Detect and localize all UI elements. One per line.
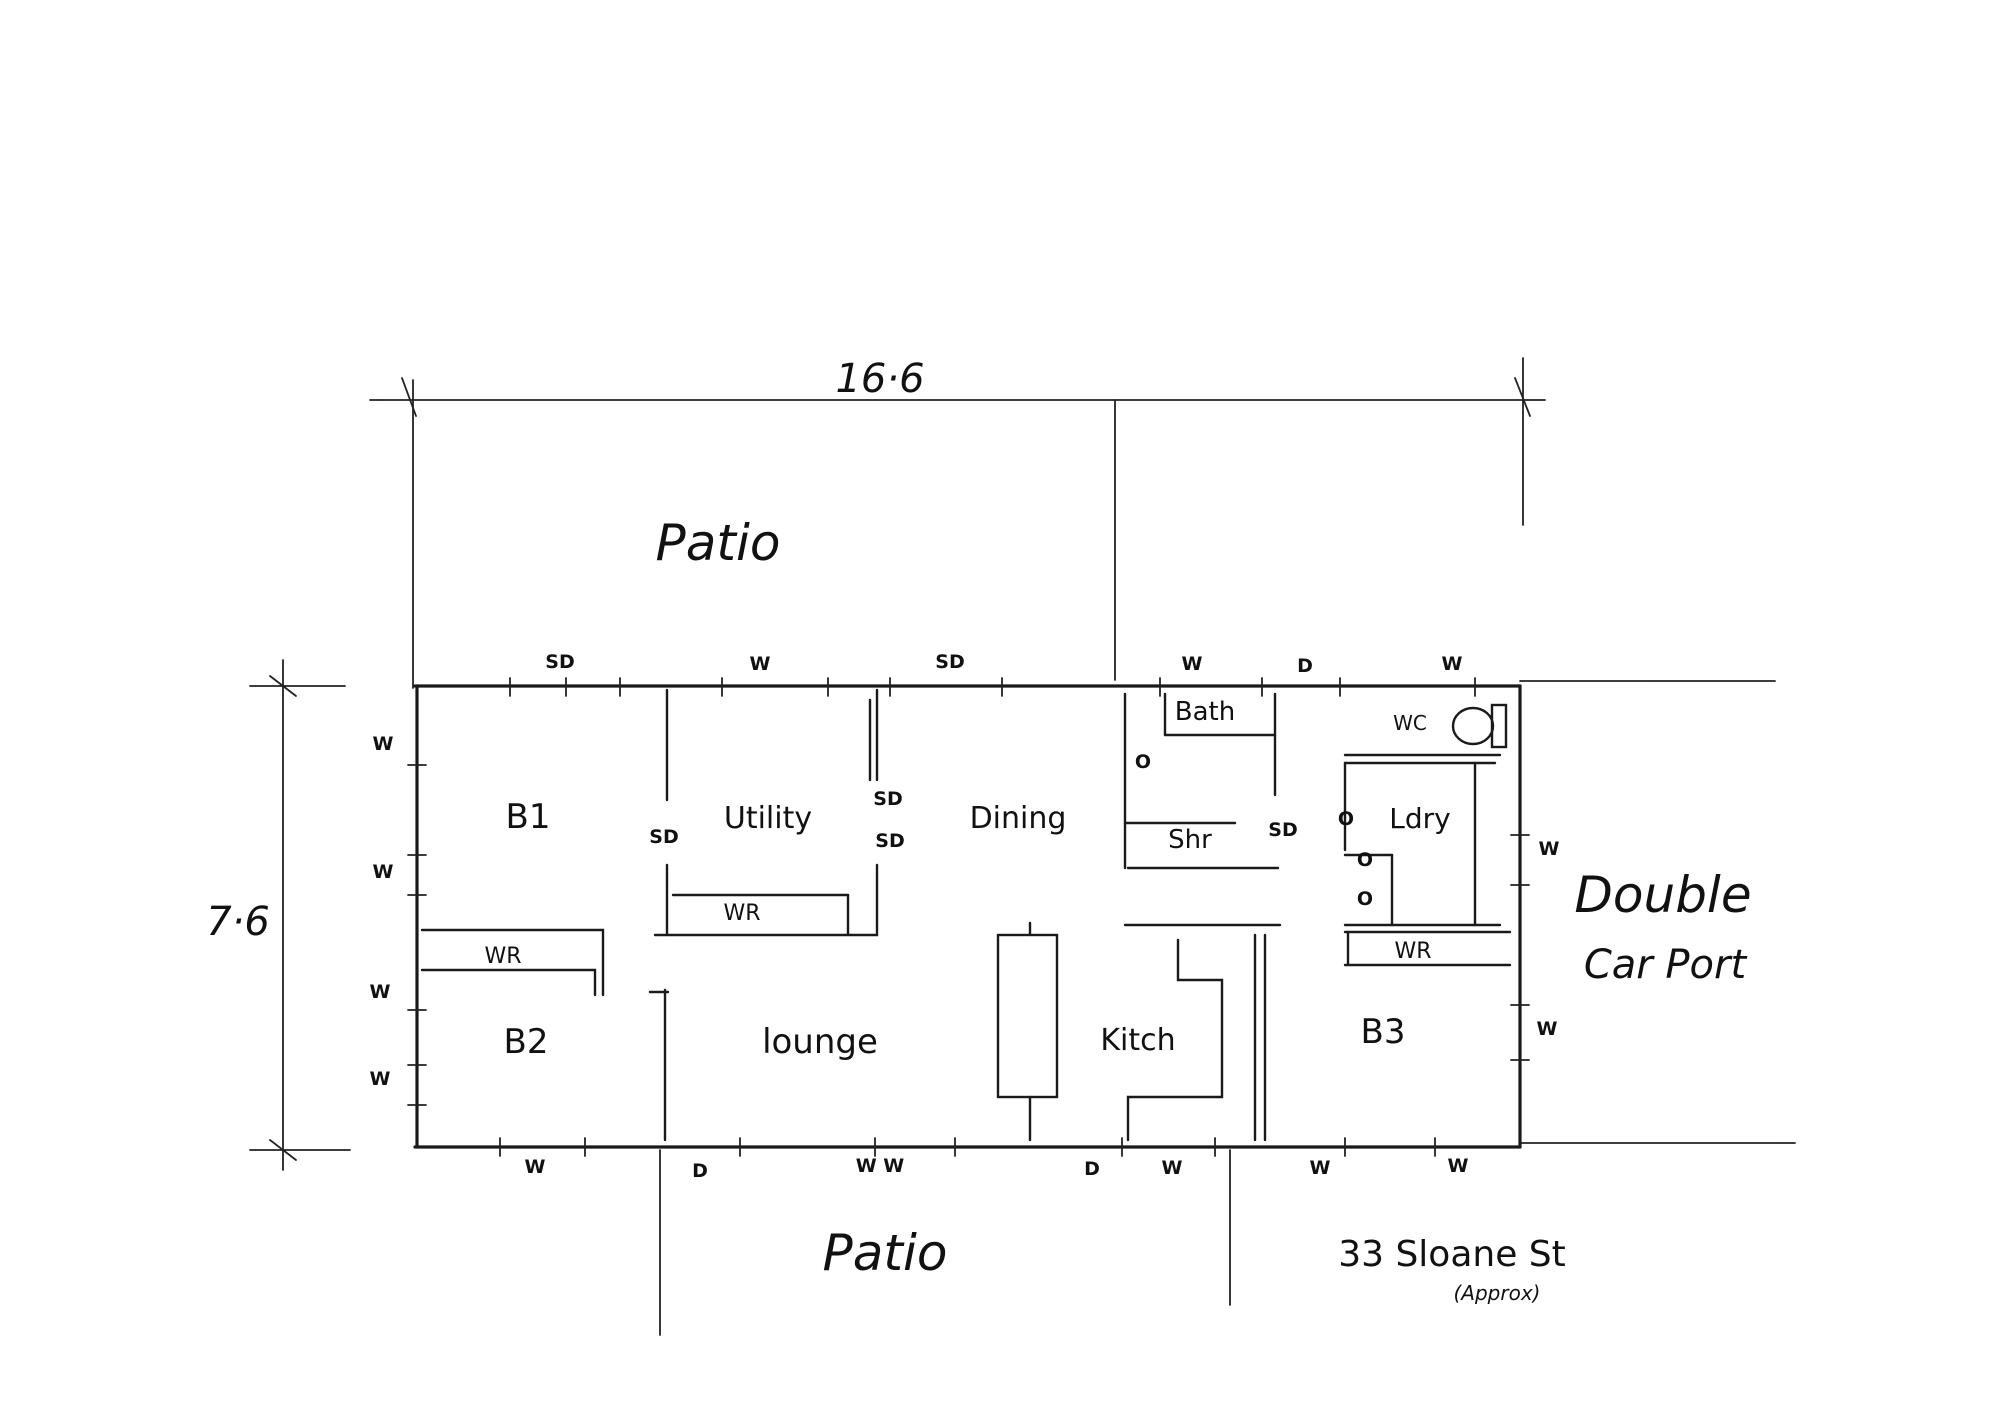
utility-right-sliding-door-upper: SD	[873, 788, 902, 810]
room-b3-label: B3	[1361, 1012, 1406, 1052]
room-shower-label: Shr	[1168, 825, 1212, 855]
room-utility-label: Utility	[724, 801, 812, 836]
opening-ticks	[407, 677, 1530, 1157]
bottom-opening-3: W W	[856, 1155, 905, 1177]
bottom-opening-6: W	[1310, 1157, 1331, 1179]
left-opening-1: W	[373, 733, 394, 755]
depth-dimension: 7·6	[206, 899, 270, 945]
utility-right-sliding-door-lower: SD	[875, 830, 904, 852]
width-dimension: 16·6	[835, 356, 924, 402]
patio-bottom-label: Patio	[823, 1224, 948, 1282]
site-lines	[659, 399, 1796, 1336]
carport-label-line2: Car Port	[1584, 942, 1748, 988]
address-label: 33 Sloane St	[1338, 1234, 1566, 1275]
room-lounge-label: lounge	[762, 1022, 878, 1062]
room-bath-label: Bath	[1175, 697, 1235, 727]
laundry-fixture-1: O	[1338, 808, 1354, 830]
interior-walls	[420, 688, 1512, 1142]
bottom-opening-2: D	[692, 1160, 708, 1182]
bottom-opening-7: W	[1448, 1155, 1469, 1177]
robe-b1-label: WR	[484, 944, 521, 969]
bottom-opening-1: W	[525, 1156, 546, 1178]
exterior-walls	[413, 684, 1522, 1149]
carport-label-line1: Double	[1574, 866, 1751, 924]
laundry-fixture-3: O	[1357, 888, 1373, 910]
bottom-opening-5: W	[1162, 1157, 1183, 1179]
top-opening-4: W	[1182, 653, 1203, 675]
right-opening-1: W	[1539, 838, 1560, 860]
top-opening-1: SD	[545, 651, 574, 673]
bottom-opening-4: D	[1084, 1158, 1100, 1180]
robe-utility-label: WR	[723, 901, 760, 926]
top-opening-3: SD	[935, 651, 964, 673]
top-opening-2: W	[750, 653, 771, 675]
room-dining-label: Dining	[970, 801, 1067, 836]
robe-b3-label: WR	[1394, 939, 1431, 964]
top-opening-6: W	[1442, 653, 1463, 675]
room-wc-label: WC	[1393, 711, 1427, 735]
shower-sliding-door: SD	[1268, 819, 1297, 841]
right-opening-2: W	[1537, 1018, 1558, 1040]
room-kitchen-label: Kitch	[1100, 1023, 1175, 1058]
laundry-fixture-2: O	[1357, 849, 1373, 871]
left-opening-3: W	[370, 981, 391, 1003]
room-b1-label: B1	[506, 797, 551, 837]
room-b2-label: B2	[504, 1022, 549, 1062]
address-note: (Approx)	[1454, 1281, 1541, 1305]
left-opening-2: W	[373, 861, 394, 883]
top-opening-5: D	[1297, 655, 1313, 677]
patio-top-label: Patio	[656, 514, 781, 572]
utility-left-sliding-door: SD	[649, 826, 678, 848]
room-laundry-label: Ldry	[1389, 802, 1450, 835]
bath-fixture: O	[1135, 751, 1151, 773]
dimension-lines	[249, 357, 1546, 1171]
left-opening-4: W	[370, 1068, 391, 1090]
